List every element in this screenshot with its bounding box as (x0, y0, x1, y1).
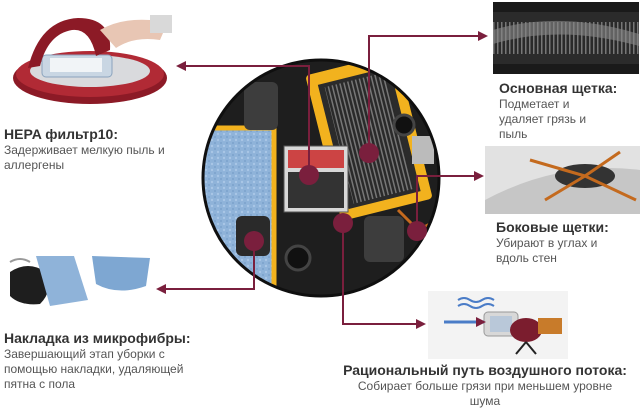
airflow-label: Рациональный путь воздушного потока: Соб… (334, 362, 636, 409)
side-brush-title: Боковые щетки: (496, 219, 609, 235)
side-brush-desc-2: вдоль стен (496, 251, 557, 265)
side-brush-photo (485, 146, 640, 214)
callout-airflow (333, 213, 426, 329)
microfiber-pad-photo (8, 252, 156, 310)
callout-main-brush (359, 31, 488, 163)
hepa-desc-2: аллергены (4, 158, 65, 172)
side-brush-label: Боковые щетки: Убирают в углах и вдоль с… (496, 219, 609, 266)
microfiber-desc-1: Завершающий этап уборки с (4, 347, 165, 361)
microfiber-title: Накладка из микрофибры: (4, 330, 191, 346)
airflow-title: Рациональный путь воздушного потока: (343, 362, 627, 378)
microfiber-desc-3: пятна с пола (4, 377, 76, 391)
main-brush-photo (493, 2, 639, 74)
hepa-title: HEPA фильтр10: (4, 126, 118, 142)
callout-side-brush (407, 171, 484, 241)
main-brush-label: Основная щетка: Подметает и удаляет гряз… (499, 80, 617, 142)
hepa-filter-photo (13, 15, 172, 104)
callout-microfiber (156, 231, 264, 294)
main-brush-desc-1: Подметает и (499, 97, 570, 111)
side-brush-desc-1: Убирают в углах и (496, 236, 598, 250)
microfiber-label: Накладка из микрофибры: Завершающий этап… (4, 330, 191, 392)
hepa-label: HEPA фильтр10: Задерживает мелкую пыль и… (4, 126, 165, 173)
main-brush-title: Основная щетка: (499, 80, 618, 96)
airflow-desc-2: шума (469, 394, 501, 408)
hepa-desc-1: Задерживает мелкую пыль и (4, 143, 165, 157)
callout-hepa (176, 61, 319, 185)
microfiber-desc-2: помощью накладки, удаляющей (4, 362, 184, 376)
main-brush-desc-2: удаляет грязь и (499, 112, 587, 126)
airflow-desc-1: Собирает больше грязи при меньшем уровне (357, 379, 613, 393)
airflow-photo (428, 291, 568, 359)
main-brush-desc-3: пыль (499, 127, 528, 141)
